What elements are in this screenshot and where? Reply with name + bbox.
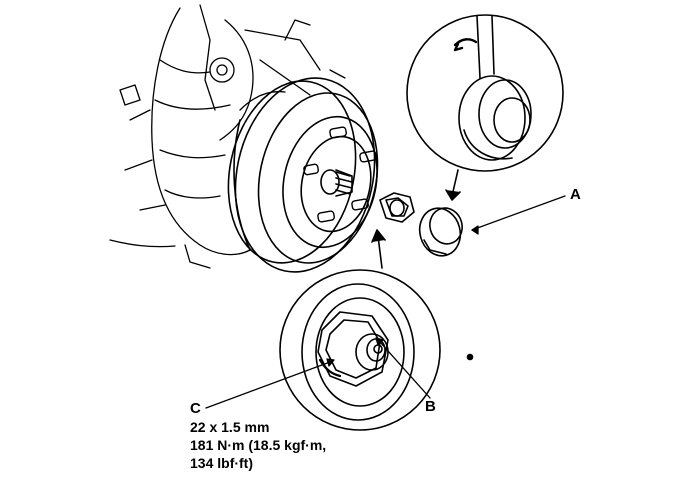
torque-spec-line2: 134 lbf·ft) (190, 455, 253, 471)
brake-disc (227, 77, 379, 273)
spindle (320, 169, 353, 197)
stray-mark (466, 353, 474, 361)
direction-arrows (371, 169, 461, 269)
torque-spec-line1: 181 N·m (18.5 kgf·m, (190, 437, 327, 453)
cap-install-inset (406, 14, 564, 172)
callout-c: C (190, 400, 201, 417)
spindle-cap (418, 207, 463, 257)
knuckle-assembly (109, 4, 346, 269)
thread-spec: 22 x 1.5 mm (190, 419, 270, 435)
wheel-studs (303, 126, 377, 223)
callout-b: B (425, 398, 436, 415)
callout-a: A (570, 186, 581, 203)
hub-nut (379, 192, 415, 223)
staked-nut-inset (279, 269, 441, 431)
callout-leaders (205, 195, 566, 409)
